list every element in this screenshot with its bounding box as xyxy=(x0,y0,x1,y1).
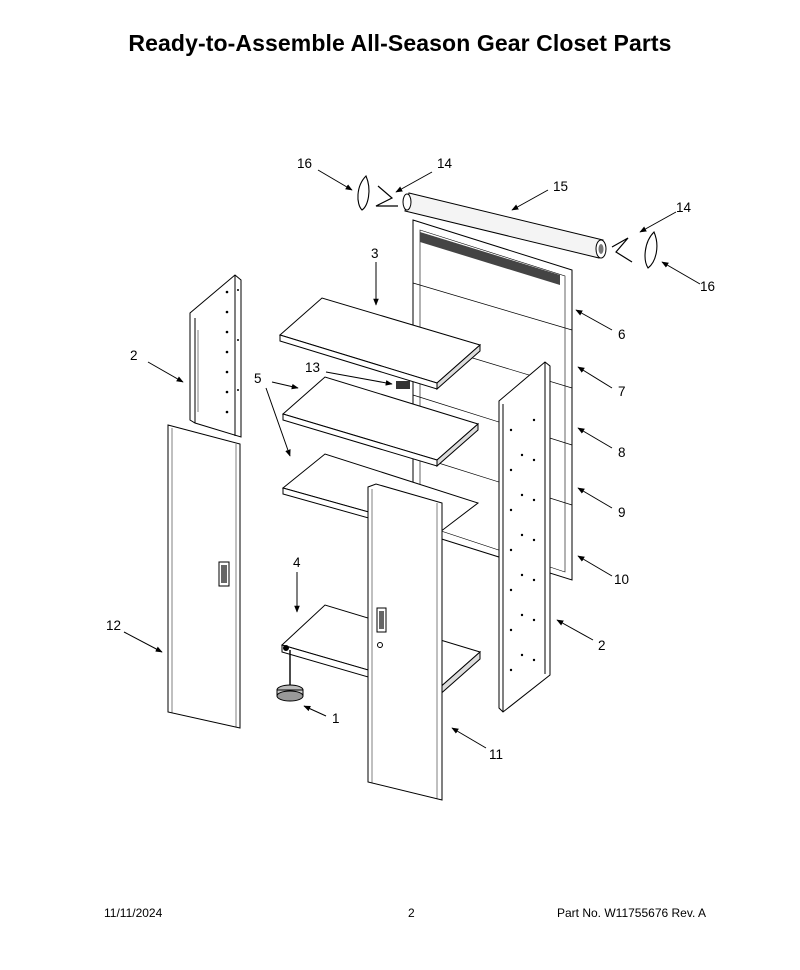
callout-14-left: 14 xyxy=(437,156,453,171)
callout-13: 13 xyxy=(305,360,320,375)
lock-hardware xyxy=(396,381,410,389)
callout-4: 4 xyxy=(293,555,301,570)
left-side-panel xyxy=(189,274,242,438)
rod-bracket-left xyxy=(375,185,398,207)
callout-2-left: 2 xyxy=(130,348,138,363)
footer-date: 11/11/2024 xyxy=(104,906,163,920)
top-shelf xyxy=(278,297,482,391)
callout-15: 15 xyxy=(553,179,568,194)
hanging-rod xyxy=(402,192,607,259)
callout-6: 6 xyxy=(618,327,626,342)
adjustable-shelf-upper xyxy=(281,376,480,468)
callout-8: 8 xyxy=(618,445,626,460)
callout-12: 12 xyxy=(106,618,121,633)
callout-labels: 16 14 15 14 16 3 2 6 13 5 7 8 9 10 4 12 … xyxy=(106,156,715,762)
callout-16-right: 16 xyxy=(700,279,715,294)
callout-1: 1 xyxy=(332,711,340,726)
callout-2-right: 2 xyxy=(598,638,606,653)
rod-clip-left xyxy=(357,175,370,211)
right-side-panel xyxy=(498,361,551,713)
callout-11: 11 xyxy=(489,747,503,762)
rod-clip-right xyxy=(644,231,658,269)
callout-9: 9 xyxy=(618,505,626,520)
callout-3: 3 xyxy=(371,246,379,261)
rod-bracket-right xyxy=(611,237,633,263)
callout-leaders xyxy=(123,169,701,749)
callout-7: 7 xyxy=(618,384,626,399)
footer-page-number: 2 xyxy=(408,906,415,920)
callout-10: 10 xyxy=(614,572,629,587)
callout-16-left: 16 xyxy=(297,156,312,171)
left-door xyxy=(167,424,241,729)
callout-14-right: 14 xyxy=(676,200,692,215)
leveling-foot xyxy=(276,650,304,702)
callout-5: 5 xyxy=(254,371,262,386)
page-title: Ready-to-Assemble All-Season Gear Closet… xyxy=(128,30,672,56)
footer-part-number: Part No. W11755676 Rev. A xyxy=(557,906,706,920)
right-door xyxy=(367,483,443,801)
